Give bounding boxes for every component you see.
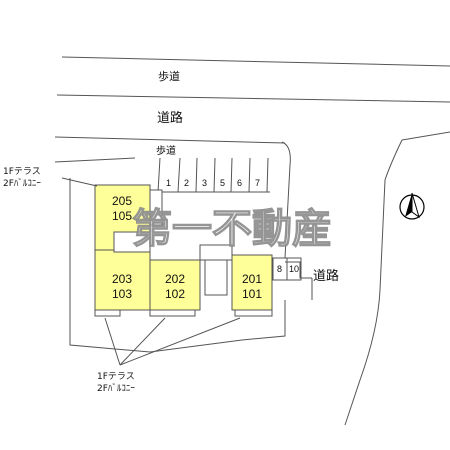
hall-lower: [204, 259, 228, 296]
road-right-label: 道路: [313, 268, 339, 284]
unit-lower-number: 103: [112, 287, 132, 301]
unit-lower-number: 105: [112, 209, 132, 223]
sidewalk-mid-label: 歩道: [156, 144, 176, 157]
road-top-label: 道路: [157, 110, 183, 126]
unit-upper-number: 202: [165, 272, 185, 286]
unit-upper-number: 205: [112, 194, 132, 208]
unit-numbers: 205 105 203 103 202 102 201 101: [112, 194, 262, 301]
road-lines: [54, 56, 450, 426]
north-arrow-icon: [399, 192, 425, 220]
parking-number: 2: [184, 178, 189, 188]
terrace-top-line2: 2Fﾊﾞﾙｺﾆｰ: [3, 178, 41, 189]
terrace-ledge-2: [149, 309, 196, 317]
leader-lines: [61, 177, 241, 366]
parking-number: 8: [277, 264, 282, 274]
parking-numbers: 1 2 3 5 6 7 8 10: [166, 178, 299, 274]
watermark: 第一不動産: [132, 206, 332, 252]
sidewalk-top-label: 歩道: [158, 69, 180, 83]
parking-number: 1: [166, 178, 171, 188]
parking-number: 5: [220, 178, 225, 188]
parking-stall-lines: [157, 157, 302, 281]
parking-number: 7: [255, 178, 260, 188]
terrace-ledge-3: [234, 309, 273, 317]
parking-number: 10: [289, 264, 299, 274]
unit-upper-number: 201: [242, 272, 262, 286]
parking-number: 3: [202, 178, 207, 188]
terrace-bottom-line2: 2Fﾊﾞﾙｺﾆｰ: [97, 383, 135, 394]
terrace-bottom-line1: 1Fテラス: [97, 371, 135, 382]
stair-core: [149, 189, 163, 226]
unit-upper-number: 203: [112, 272, 132, 286]
unit-202-102-block: [149, 259, 201, 311]
unit-203-103-block: [94, 249, 151, 311]
terrace-ledge-1: [94, 309, 121, 317]
corridor: [113, 231, 151, 253]
terrace-top-line1: 1Fテラス: [3, 166, 41, 177]
unit-lower-number: 102: [165, 287, 185, 301]
unit-lower-number: 101: [242, 287, 262, 301]
parking-number: 6: [237, 178, 242, 188]
building: [94, 184, 273, 317]
